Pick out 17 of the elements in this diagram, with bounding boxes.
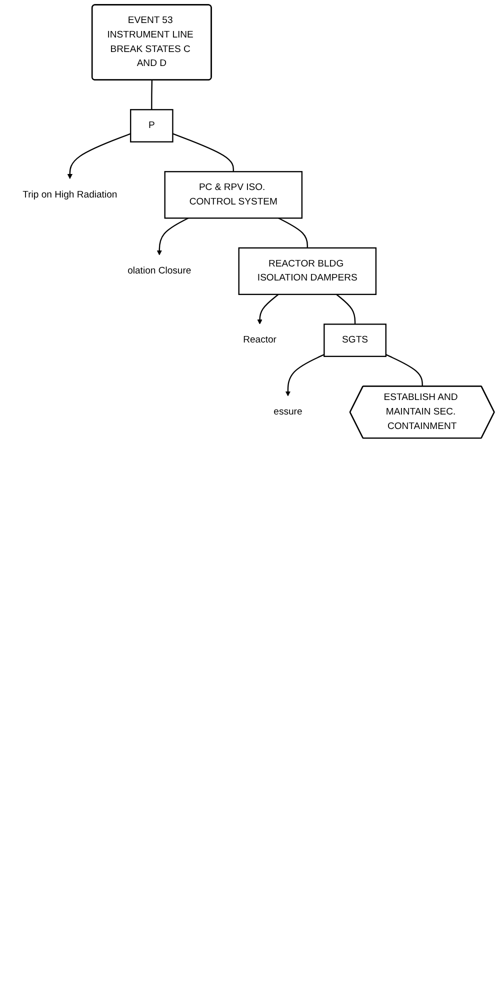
connector: [336, 294, 356, 324]
node-box: P: [130, 109, 174, 142]
node-box: REACTOR BLDG ISOLATION DAMPERS: [238, 247, 377, 296]
node-text: Trip on High Radiation: [22, 190, 118, 200]
connector: [278, 218, 308, 248]
arrow: [67, 133, 131, 180]
arrow: [156, 218, 189, 256]
arrow: [285, 354, 324, 396]
node-text: Reactor: [243, 334, 276, 346]
arrow: [257, 294, 279, 324]
connector: [386, 354, 423, 386]
node-box: PC & RPV ISO. CONTROL SYSTEM: [164, 171, 303, 219]
connector: [151, 80, 153, 110]
node-text: essure: [274, 406, 302, 417]
node-box: SGTS: [324, 324, 386, 357]
node-text: olation Closure: [128, 266, 192, 276]
connector: [172, 133, 234, 172]
